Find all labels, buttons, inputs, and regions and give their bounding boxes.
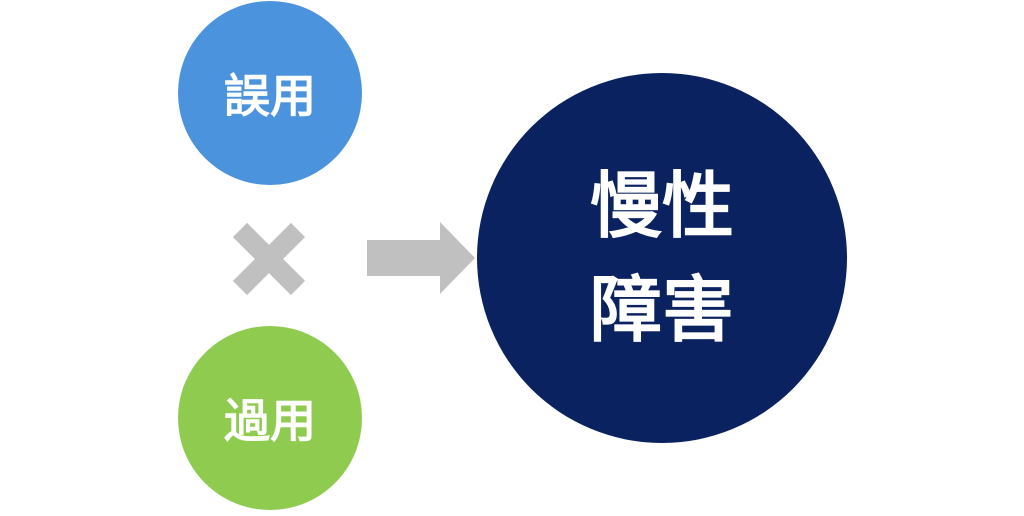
arrow-right-icon	[367, 222, 475, 294]
overuse-circle: 過用	[178, 326, 362, 510]
result-line-2: 障害	[589, 268, 734, 352]
chronic-injury-circle: 慢性 障害	[477, 73, 847, 443]
misuse-label: 誤用	[224, 69, 316, 123]
misuse-circle: 誤用	[178, 1, 362, 185]
result-line-1: 慢性	[589, 163, 734, 248]
multiply-icon	[232, 222, 306, 296]
overuse-label: 過用	[224, 394, 316, 448]
